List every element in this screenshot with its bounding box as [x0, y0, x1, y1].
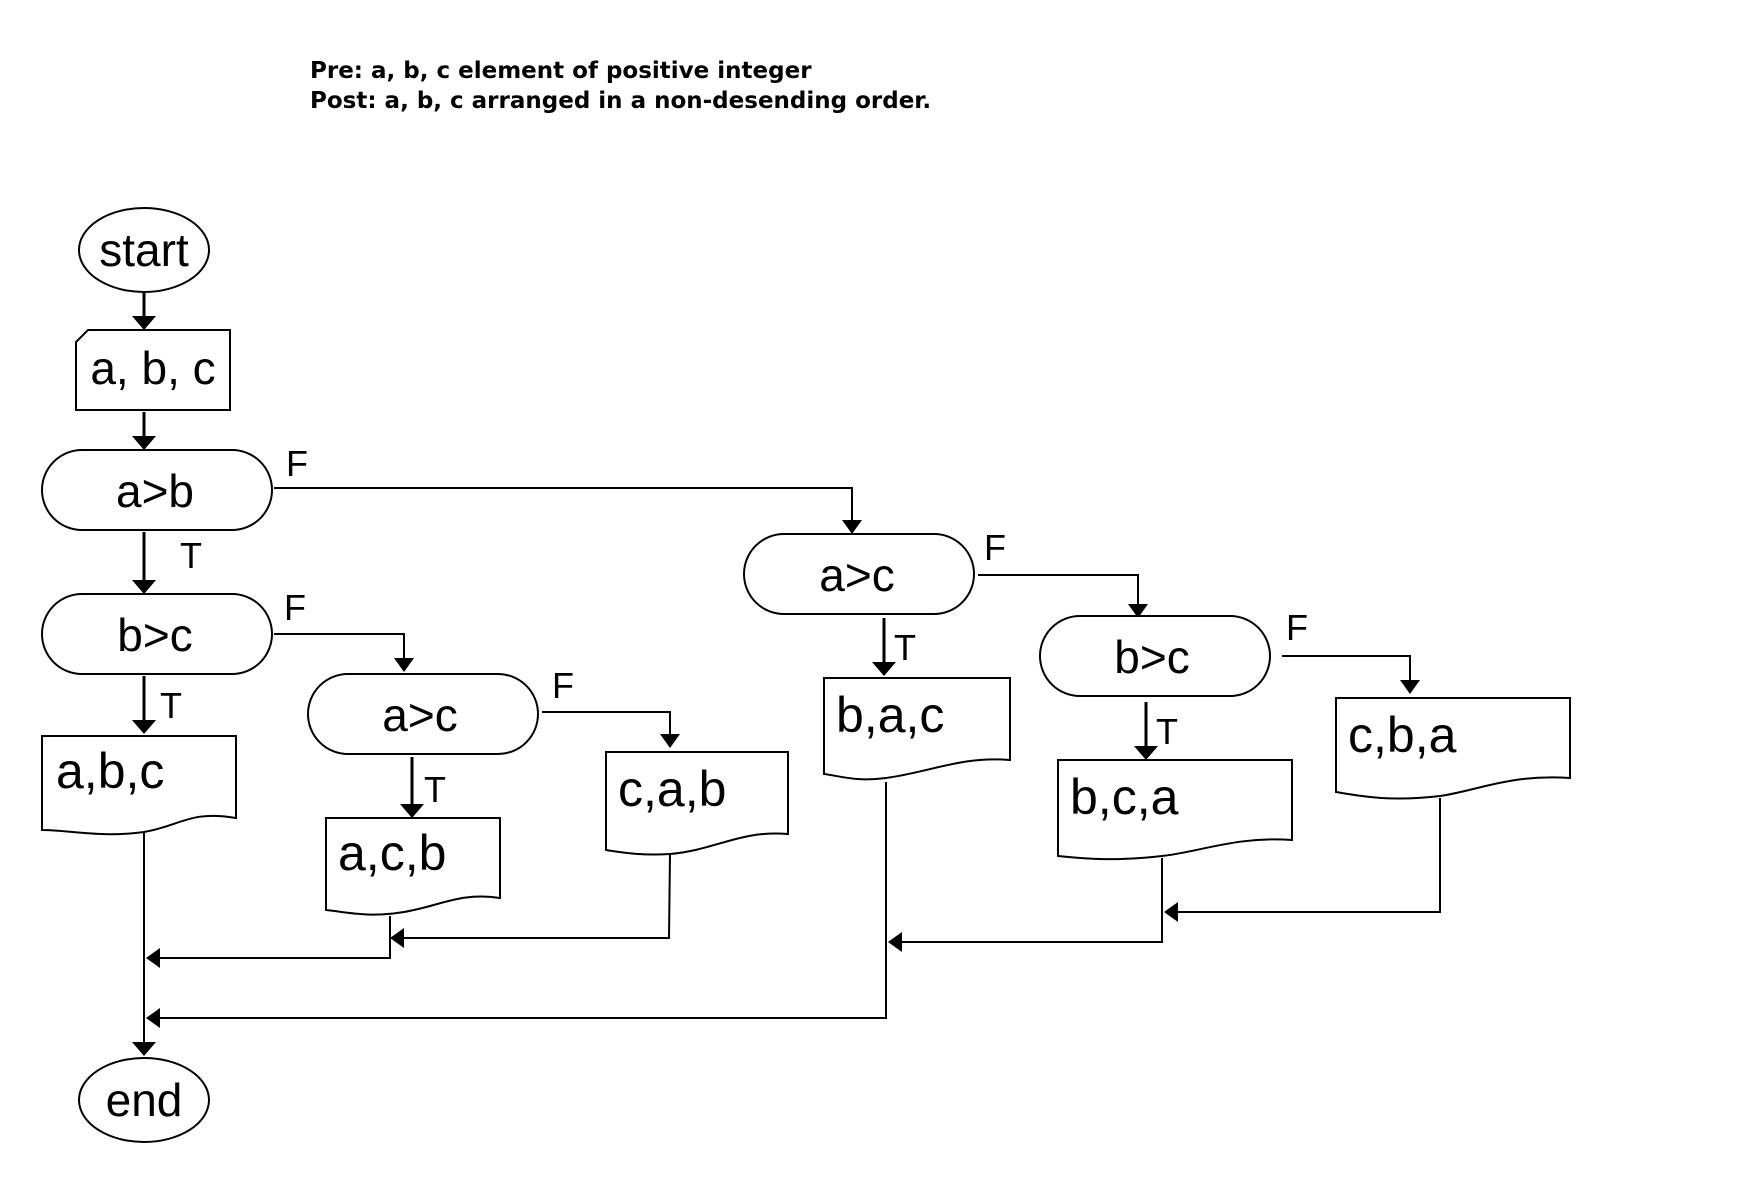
edge-ac-left-false	[542, 711, 671, 736]
output-bca-label: b,c,a	[1070, 769, 1179, 825]
start-terminal: start	[78, 207, 210, 293]
decision-b-gt-c-right-label: b>c	[1114, 631, 1189, 683]
output-cba: c,b,a	[1335, 697, 1571, 800]
edge-ac-right-false	[978, 574, 1139, 606]
label-bc-right-true: T	[1156, 711, 1178, 752]
output-cba-label: c,b,a	[1348, 707, 1457, 763]
label-ac-right-true: T	[894, 627, 916, 668]
edge-cab-merge	[404, 853, 671, 939]
end-label: end	[106, 1074, 183, 1126]
flow-edges	[132, 292, 1441, 1056]
output-cab-label: c,a,b	[618, 761, 726, 817]
edge-bca-merge	[902, 858, 1163, 943]
label-bc-right-false: F	[1286, 607, 1308, 648]
postcondition-text: Post: a, b, c arranged in a non-desendin…	[310, 88, 932, 114]
decision-a-gt-c-left: a>c	[307, 673, 539, 755]
end-terminal: end	[78, 1057, 210, 1143]
decision-a-gt-b: a>b	[41, 449, 273, 531]
edge-cba-merge	[1178, 798, 1441, 913]
input-label: a, b, c	[90, 342, 215, 394]
edge-bc-right-false	[1282, 655, 1411, 682]
decision-b-gt-c-left: b>c	[41, 593, 273, 675]
decision-a-gt-b-label: a>b	[116, 465, 194, 517]
precondition-postcondition: Pre: a, b, c element of positive integer…	[310, 56, 931, 116]
output-cab: c,a,b	[605, 751, 789, 856]
precondition-text: Pre: a, b, c element of positive integer	[310, 58, 812, 84]
label-ab-true: T	[180, 535, 202, 576]
label-ab-false: F	[286, 443, 308, 484]
decision-a-gt-c-right: a>c	[743, 533, 975, 615]
decision-a-gt-c-left-label: a>c	[382, 689, 457, 741]
decision-b-gt-c-left-label: b>c	[117, 609, 192, 661]
output-bca: b,c,a	[1057, 759, 1293, 861]
label-ac-left-false: F	[552, 665, 574, 706]
label-bc-left-true: T	[160, 685, 182, 726]
label-ac-left-true: T	[424, 769, 446, 810]
output-acb-label: a,c,b	[338, 825, 446, 881]
output-abc-label: a,b,c	[56, 743, 164, 799]
start-label: start	[99, 224, 189, 276]
decision-b-gt-c-right: b>c	[1039, 615, 1271, 697]
output-bac: b,a,c	[823, 677, 1011, 781]
label-ac-right-false: F	[984, 527, 1006, 568]
output-acb: a,c,b	[325, 817, 501, 916]
input-node: a, b, c	[75, 329, 231, 411]
edge-acb-merge	[160, 916, 391, 959]
edge-ab-false	[274, 487, 853, 522]
label-bc-left-false: F	[284, 587, 306, 628]
edge-bac-merge	[160, 782, 887, 1019]
output-abc: a,b,c	[41, 735, 237, 836]
edge-bc-left-false	[274, 633, 405, 660]
decision-a-gt-c-right-label: a>c	[819, 549, 894, 601]
output-bac-label: b,a,c	[836, 687, 944, 743]
